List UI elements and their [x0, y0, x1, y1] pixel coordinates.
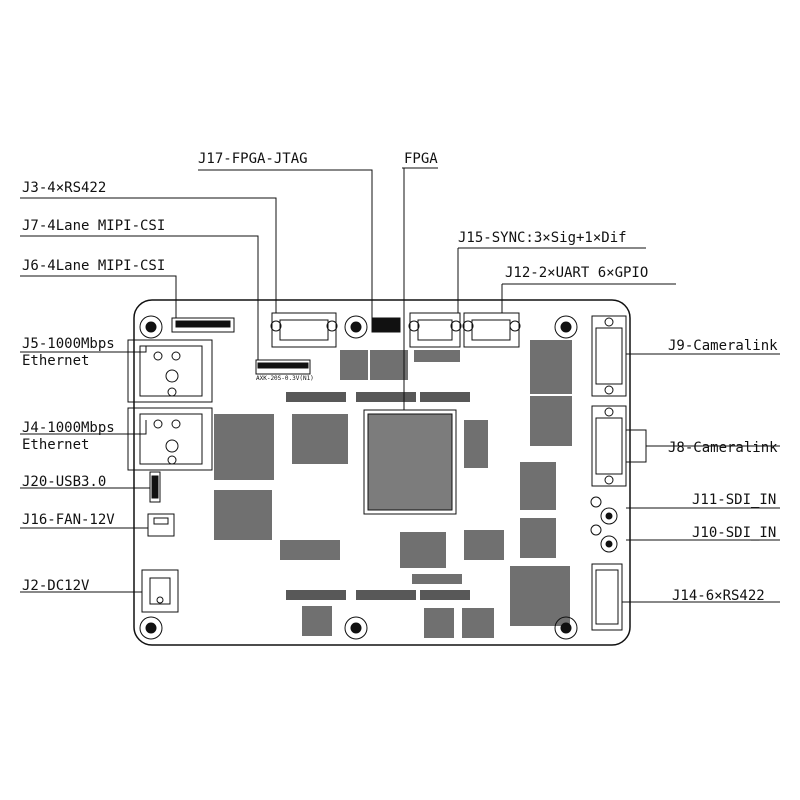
leader-j3 — [20, 197, 277, 313]
mounting-holes — [139, 315, 578, 640]
j2-dc-jack — [141, 569, 179, 613]
j16-fan-connector — [147, 513, 175, 537]
leader-j8 — [626, 429, 647, 463]
j15-connector — [408, 312, 462, 348]
j4-ethernet-jack — [127, 407, 213, 471]
label-j4-line1: J4-1000Mbps — [22, 420, 115, 436]
label-j5-line2: Ethernet — [22, 353, 90, 369]
board-outline — [133, 299, 631, 646]
j7-connector — [255, 359, 311, 375]
j10-sdi-connector — [590, 524, 618, 553]
j14-rs422-connector — [591, 563, 623, 631]
label-j17: J17-FPGA-JTAG — [198, 151, 308, 167]
label-fpga: FPGA — [404, 151, 438, 167]
label-j16: J16-FAN-12V — [22, 512, 115, 528]
mount-hole-tr — [554, 315, 578, 339]
label-j20: J20-USB3.0 — [22, 474, 107, 490]
mount-hole-bl — [139, 616, 163, 640]
mount-hole-bm — [344, 616, 368, 640]
j12-connector — [462, 312, 521, 348]
j6-connector — [171, 317, 235, 333]
leader-j7 — [20, 235, 259, 360]
label-j5-line1: J5-1000Mbps — [22, 336, 115, 352]
leader-lines — [20, 167, 780, 603]
leader-j5 — [20, 346, 147, 353]
leader-j17 — [198, 169, 373, 318]
label-j12: J12-2×UART 6×GPIO — [505, 265, 649, 281]
j9-cameralink-connector — [591, 315, 627, 397]
leader-j4 — [20, 420, 147, 435]
silkscreen-mipi-part: AXK-20S-0.3V(N1) — [256, 375, 314, 382]
label-j8: J8-Cameralink — [668, 440, 778, 456]
b2b-connectors — [286, 392, 470, 600]
label-j11: J11-SDI_IN — [692, 492, 777, 508]
label-j7: J7-4Lane MIPI-CSI — [22, 218, 166, 234]
mount-hole-tl — [139, 315, 163, 339]
label-j6: J6-4Lane MIPI-CSI — [22, 258, 166, 274]
label-j9: J9-Cameralink — [668, 338, 778, 354]
label-j14: J14-6×RS422 — [672, 588, 765, 604]
j20-usb3-connector — [149, 471, 161, 503]
label-j15: J15-SYNC:3×Sig+1×Dif — [458, 230, 627, 246]
label-j2: J2-DC12V — [22, 578, 90, 594]
j3-connector — [270, 312, 338, 348]
j5-ethernet-jack — [127, 339, 213, 403]
j8-cameralink-connector — [591, 405, 627, 487]
label-j3: J3-4×RS422 — [22, 180, 107, 196]
mount-hole-tm — [344, 315, 368, 339]
j11-sdi-connector — [590, 496, 618, 525]
component-blocks — [214, 340, 572, 638]
label-j4-line2: Ethernet — [22, 437, 90, 453]
leader-j6 — [20, 275, 177, 318]
fpga-bga — [363, 409, 457, 515]
j17-connector — [371, 317, 401, 333]
label-j10: J10-SDI_IN — [692, 525, 777, 541]
